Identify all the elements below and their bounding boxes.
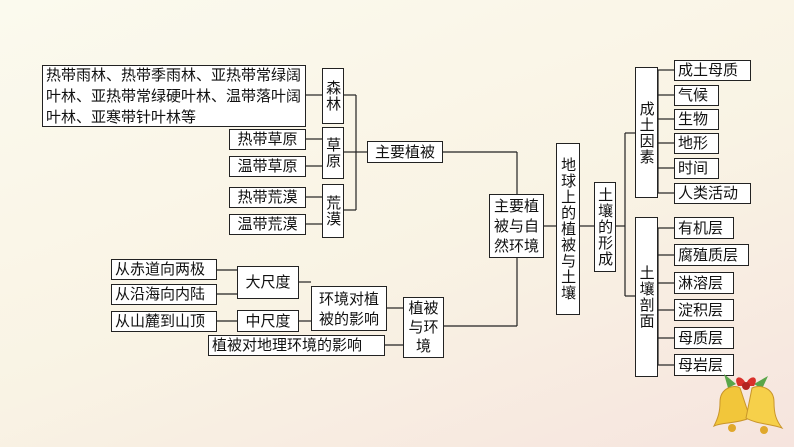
desert-node: 荒漠 bbox=[322, 184, 344, 238]
profile-layer: 淀积层 bbox=[674, 299, 734, 321]
large-scale-node: 大尺度 bbox=[237, 266, 299, 299]
vegetation-effect-item: 植被对地理环境的影响 bbox=[208, 335, 385, 356]
scale-item: 从赤道向两极 bbox=[111, 259, 217, 280]
scale-item: 从沿海向内陆 bbox=[111, 284, 217, 305]
desert-item-temperate: 温带荒漠 bbox=[229, 214, 306, 235]
desert-item-tropical: 热带荒漠 bbox=[229, 187, 306, 208]
factor-item: 地形 bbox=[674, 133, 719, 154]
soil-formation-node: 土壤的形成 bbox=[594, 182, 616, 272]
factor-item: 气候 bbox=[674, 85, 719, 106]
factor-item: 成土母质 bbox=[674, 60, 751, 81]
factor-item: 时间 bbox=[674, 158, 719, 179]
profile-layer: 淋溶层 bbox=[674, 272, 734, 294]
root-node: 地球上的植被与土壤 bbox=[556, 143, 580, 315]
vegetation-environment-subnode: 植被与环境 bbox=[403, 297, 444, 358]
vegetation-environment-node: 主要植被与自然环境 bbox=[489, 194, 544, 258]
forest-examples: 热带雨林、热带季雨林、亚热带常绿阔叶林、亚热带常绿硬叶林、温带落叶阔叶林、亚寒带… bbox=[42, 65, 306, 127]
grassland-node: 草原 bbox=[322, 127, 344, 179]
environment-influence-node: 环境对植被的影响 bbox=[311, 286, 387, 331]
factor-item: 生物 bbox=[674, 109, 719, 130]
medium-scale-node: 中尺度 bbox=[237, 310, 299, 332]
forest-node: 森林 bbox=[322, 68, 344, 124]
profile-layer: 有机层 bbox=[674, 217, 734, 239]
profile-layer: 母岩层 bbox=[674, 354, 734, 376]
factor-item: 人类活动 bbox=[674, 183, 751, 204]
soil-profile-node: 土壤剖面 bbox=[635, 217, 658, 377]
profile-layer: 腐殖质层 bbox=[674, 244, 749, 266]
grassland-item-tropical: 热带草原 bbox=[229, 129, 306, 150]
grassland-item-temperate: 温带草原 bbox=[229, 156, 306, 177]
profile-layer: 母质层 bbox=[674, 327, 734, 349]
bell-icon bbox=[712, 374, 784, 434]
soil-factors-node: 成土因素 bbox=[635, 67, 658, 198]
scale-item: 从山麓到山顶 bbox=[111, 311, 217, 332]
main-vegetation-node: 主要植被 bbox=[367, 141, 443, 163]
